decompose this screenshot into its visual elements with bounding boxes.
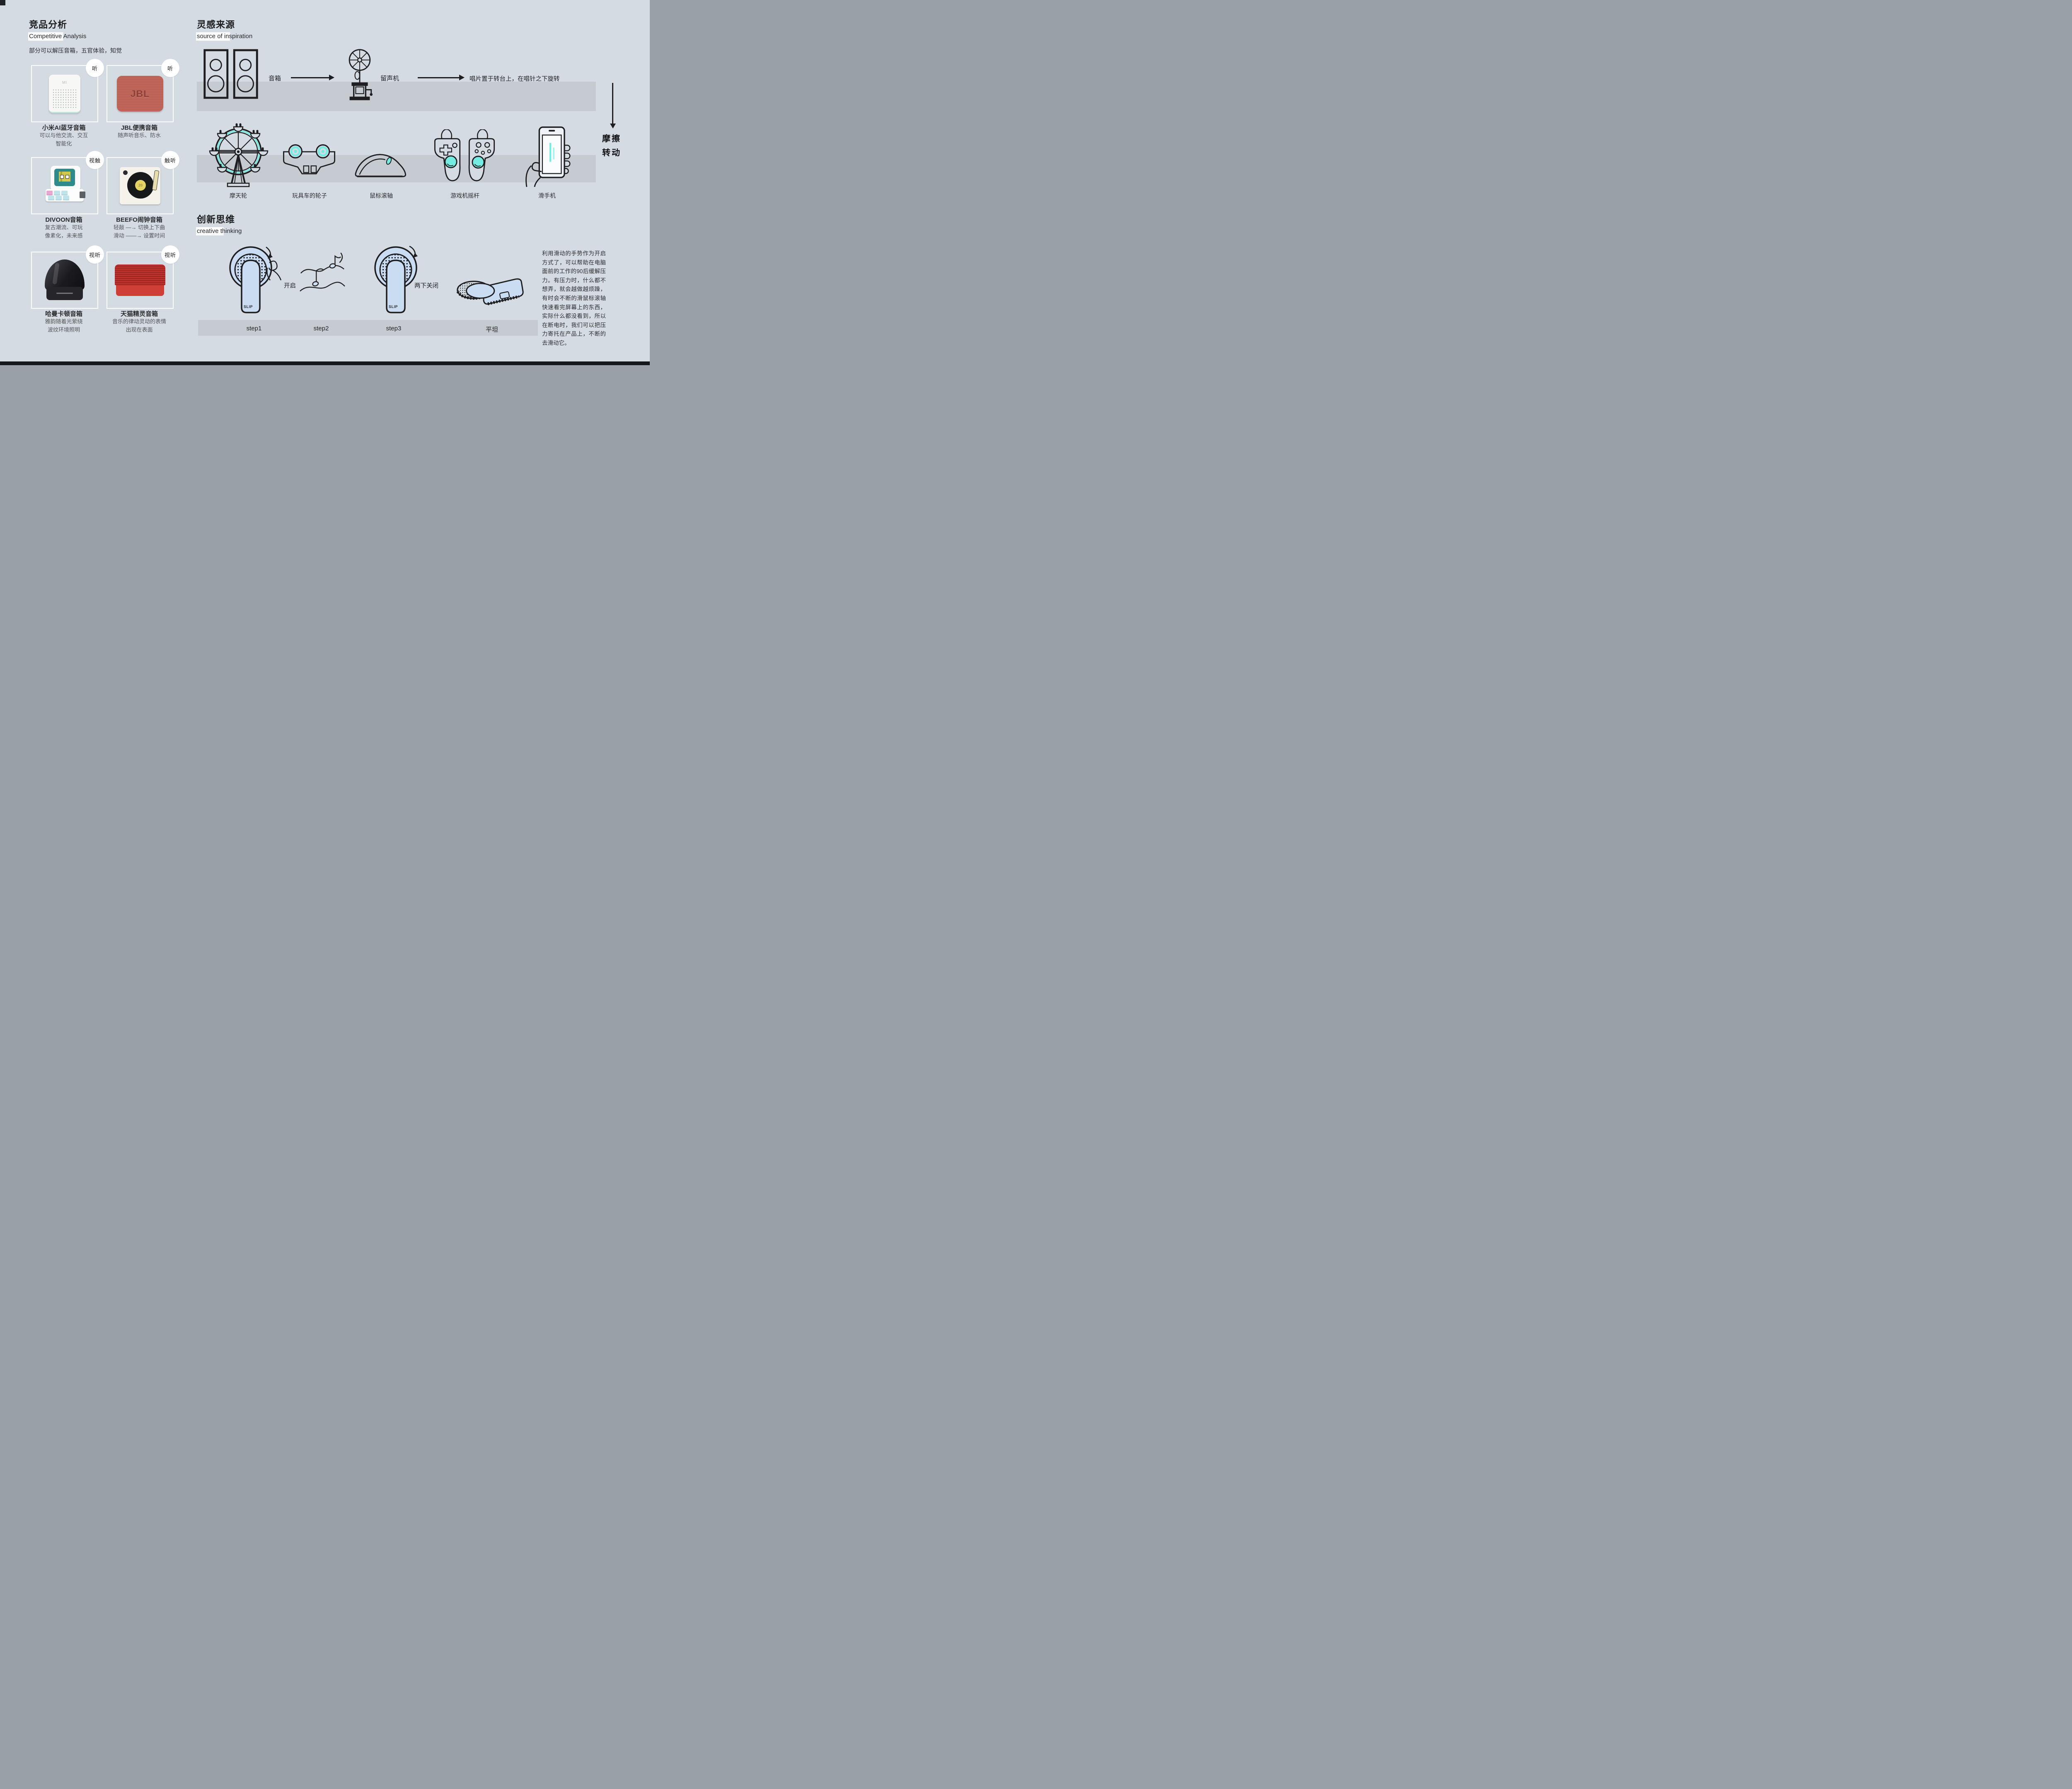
product-desc: 雅韵随着光萦绕 波纹环境照明 [45, 318, 83, 333]
slip-logo: SLIP [244, 305, 253, 309]
harman-speaker-image [32, 252, 97, 308]
sense-badge-listen: 听 [161, 59, 179, 77]
vinyl-label: 20 [135, 180, 146, 191]
creative-thinking-subtitle: creative thinking [196, 227, 244, 235]
icon-label-ferris: 摩天轮 [230, 192, 247, 199]
product-name: 哈曼卡顿音箱 [45, 310, 82, 318]
flow-note: 唱片置于转台上，在唱针之下旋转 [470, 76, 560, 82]
product-card-tmall: 视听 [107, 245, 179, 309]
step3-action-note: 两下关闭 [414, 283, 438, 289]
product-card-harman: 视听 [31, 245, 104, 309]
competitive-analysis-intro: 部分可以解压音箱，五官体验，知觉 [29, 47, 122, 54]
gray-band-flow [197, 82, 596, 111]
flow-gramophone-label: 留声机 [380, 75, 399, 82]
sense-badge-touch-listen: 触听 [161, 151, 179, 169]
presentation-slide: 竞品分析 Competitive Analysis 部分可以解压音箱，五官体验，… [0, 0, 650, 365]
game-controllers-icon [434, 129, 495, 182]
inspiration-title: 灵感来源 [197, 19, 235, 30]
down-arrow [610, 83, 615, 128]
friction-note-line2: 转动 [602, 148, 621, 158]
step1-device-illustration [229, 246, 282, 313]
sense-badge-see-listen: 视听 [161, 245, 179, 264]
flat-label: 平坦 [485, 326, 498, 333]
slip-logo: SLIP [389, 305, 398, 309]
product-desc: 轻敲 —→ 切换上下曲 滑动 ——→ 设置时间 [113, 224, 165, 239]
beefo-speaker-image: 20 [107, 158, 173, 213]
divoon-speaker-image [32, 158, 97, 213]
product-card-jbl: JBL 听 [107, 59, 179, 122]
product-desc: 可以与他交流、交互 智能化 [39, 132, 88, 147]
product-name: DIVOON音箱 [45, 216, 82, 223]
competitive-analysis-subtitle: Competitive Analysis [28, 32, 88, 41]
product-name: JBL便携音箱 [121, 124, 158, 131]
flow-arrow-2 [418, 75, 465, 80]
slide-corner-mark [0, 0, 5, 5]
creative-thinking-paragraph: 利用滑动的手势作为开启方式了，可以帮助在电脑面前的工作的90后缓解压力。有压力时… [542, 250, 606, 346]
sense-badge-see-touch: 视触 [86, 151, 104, 169]
product-card-divoon: 视触 [31, 151, 104, 214]
ferris-people [211, 123, 264, 168]
stereo-speakers-icon [203, 49, 258, 99]
phone-in-hand-icon [525, 126, 571, 187]
product-card-xiaomi: MI 听 [31, 59, 104, 122]
speaker-dots-texture [52, 88, 77, 109]
ferris-wheel-icon [209, 123, 269, 187]
flow-speaker-label: 音箱 [269, 75, 281, 82]
competitive-analysis-title: 竞品分析 [29, 19, 68, 30]
mi-logo: MI [62, 80, 67, 85]
icon-label-toycar: 玩具车的轮子 [292, 192, 327, 199]
product-desc: 随声听音乐、防水 [117, 132, 161, 138]
mouse-icon [355, 154, 407, 177]
friction-note-line1: 摩擦 [602, 134, 621, 143]
flow-arrow-1 [291, 75, 334, 80]
gramophone-icon [349, 49, 373, 100]
step2-label: step2 [313, 325, 329, 332]
tmall-speaker-image [107, 252, 173, 308]
bottom-bar [0, 361, 650, 365]
step3-device-illustration [374, 245, 418, 313]
music-notes-illustration [300, 252, 345, 292]
inspiration-subtitle: source of inspiration [196, 32, 254, 41]
toy-car-icon [283, 144, 335, 175]
product-desc: 音乐的律动灵动的表情 出现在表面 [112, 318, 166, 333]
xiaomi-speaker-image: MI [32, 66, 97, 121]
jbl-speaker-image: JBL [107, 66, 173, 121]
product-name: 小米AI蓝牙音箱 [42, 124, 86, 131]
step3-label: step3 [386, 325, 402, 332]
icon-label-mouse: 鼠标滚轴 [370, 192, 393, 199]
creative-thinking-title: 创新思维 [197, 214, 235, 225]
step1-action-note: 开启 [284, 283, 296, 289]
icon-label-controller: 游戏机摇杆 [450, 192, 479, 199]
jbl-logo: JBL [130, 88, 150, 99]
product-name: BEEFO闹钟音箱 [116, 216, 162, 223]
sense-badge-see-listen: 视听 [86, 245, 104, 264]
product-desc: 复古潮流、可玩 像素化，未来感 [45, 224, 83, 239]
product-card-beefo: 20 触听 [107, 151, 179, 214]
icon-label-phone: 滑手机 [538, 192, 556, 199]
step1-label: step1 [246, 325, 262, 332]
flat-device-illustration [456, 278, 524, 305]
sense-badge-listen: 听 [86, 59, 104, 77]
product-name: 天猫精灵音箱 [120, 310, 158, 318]
gray-band-steps [198, 320, 538, 336]
